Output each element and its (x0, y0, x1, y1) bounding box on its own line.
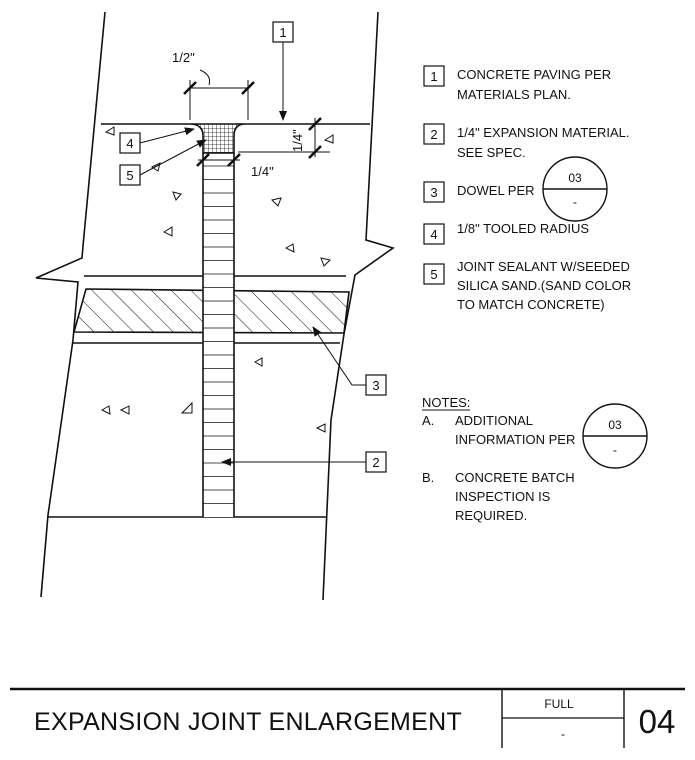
svg-text:ADDITIONAL: ADDITIONAL (455, 413, 533, 428)
dim-side-depth-label: 1/4" (290, 129, 305, 152)
dimension-bottom-width: 1/4" (196, 153, 274, 179)
svg-text:2: 2 (430, 127, 437, 142)
svg-text:2: 2 (372, 455, 379, 470)
svg-text:CONCRETE BATCH: CONCRETE BATCH (455, 470, 575, 485)
callout-2: 2 1/4" EXPANSION MATERIAL. SEE SPEC. (423, 123, 629, 160)
svg-text:4: 4 (430, 227, 437, 242)
expansion-material (202, 153, 235, 517)
svg-text:-: - (573, 195, 577, 209)
dim-bottom-width-label: 1/4" (251, 164, 274, 179)
svg-text:CONCRETE PAVING PER: CONCRETE PAVING PER (457, 67, 611, 82)
drawing-tag-5: 5 (119, 139, 207, 186)
svg-text:03: 03 (568, 171, 582, 185)
notes: NOTES: A. ADDITIONAL INFORMATION PER 03 … (422, 395, 648, 523)
notes-heading: NOTES: (422, 395, 470, 410)
svg-text:5: 5 (126, 168, 133, 183)
svg-text:B.: B. (422, 470, 434, 485)
svg-text:1/4" EXPANSION MATERIAL.: 1/4" EXPANSION MATERIAL. (457, 125, 629, 140)
svg-text:-: - (613, 443, 617, 457)
callout-legend: 1 CONCRETE PAVING PER MATERIALS PLAN. 2 … (423, 65, 631, 312)
svg-text:A.: A. (422, 413, 434, 428)
note-b: B. CONCRETE BATCH INSPECTION IS REQUIRED… (422, 470, 575, 523)
dimension-side-depth: 1/4" (238, 117, 330, 159)
svg-text:3: 3 (430, 185, 437, 200)
svg-text:4: 4 (126, 136, 133, 151)
svg-text:SILICA SAND.(SAND COLOR: SILICA SAND.(SAND COLOR (457, 278, 631, 293)
dim-top-width-label: 1/2" (172, 50, 195, 65)
drawing-tag-1: 1 (272, 21, 294, 121)
joint-sealant (189, 123, 246, 154)
callout-1: 1 CONCRETE PAVING PER MATERIALS PLAN. (423, 65, 611, 102)
aggregate-symbols (100, 126, 334, 433)
scale-sub: - (561, 727, 565, 741)
svg-text:INFORMATION PER: INFORMATION PER (455, 432, 575, 447)
dowel-reference-bubble: 03 - (542, 156, 608, 222)
svg-text:03: 03 (608, 418, 622, 432)
drawing-tag-3: 3 (312, 326, 387, 396)
svg-text:1: 1 (279, 25, 286, 40)
svg-text:1/8" TOOLED RADIUS: 1/8" TOOLED RADIUS (457, 221, 589, 236)
svg-text:5: 5 (430, 267, 437, 282)
svg-text:JOINT SEALANT W/SEEDED: JOINT SEALANT W/SEEDED (457, 259, 630, 274)
dimension-top-width: 1/2" (172, 50, 255, 120)
svg-text:DOWEL PER: DOWEL PER (457, 183, 535, 198)
scale-label: FULL (544, 697, 574, 711)
svg-text:SEE SPEC.: SEE SPEC. (457, 145, 526, 160)
drawing-tag-2: 2 (221, 451, 387, 473)
callout-5: 5 JOINT SEALANT W/SEEDED SILICA SAND.(SA… (423, 259, 631, 312)
svg-text:REQUIRED.: REQUIRED. (455, 508, 527, 523)
callout-4: 4 1/8" TOOLED RADIUS (423, 221, 589, 245)
note-a: A. ADDITIONAL INFORMATION PER 03 - (422, 403, 648, 469)
callout-3: 3 DOWEL PER 03 - (423, 156, 608, 222)
note-reference-bubble: 03 - (582, 403, 648, 469)
sheet-number: 04 (639, 703, 676, 740)
svg-text:INSPECTION IS: INSPECTION IS (455, 489, 551, 504)
svg-text:MATERIALS PLAN.: MATERIALS PLAN. (457, 87, 571, 102)
drawing-title: EXPANSION JOINT ENLARGEMENT (34, 708, 462, 736)
title-block: EXPANSION JOINT ENLARGEMENT FULL - 04 (10, 687, 685, 748)
svg-text:1: 1 (430, 69, 437, 84)
svg-text:TO MATCH CONCRETE): TO MATCH CONCRETE) (457, 297, 605, 312)
drawing-tag-4: 4 (119, 127, 195, 154)
svg-text:3: 3 (372, 378, 379, 393)
